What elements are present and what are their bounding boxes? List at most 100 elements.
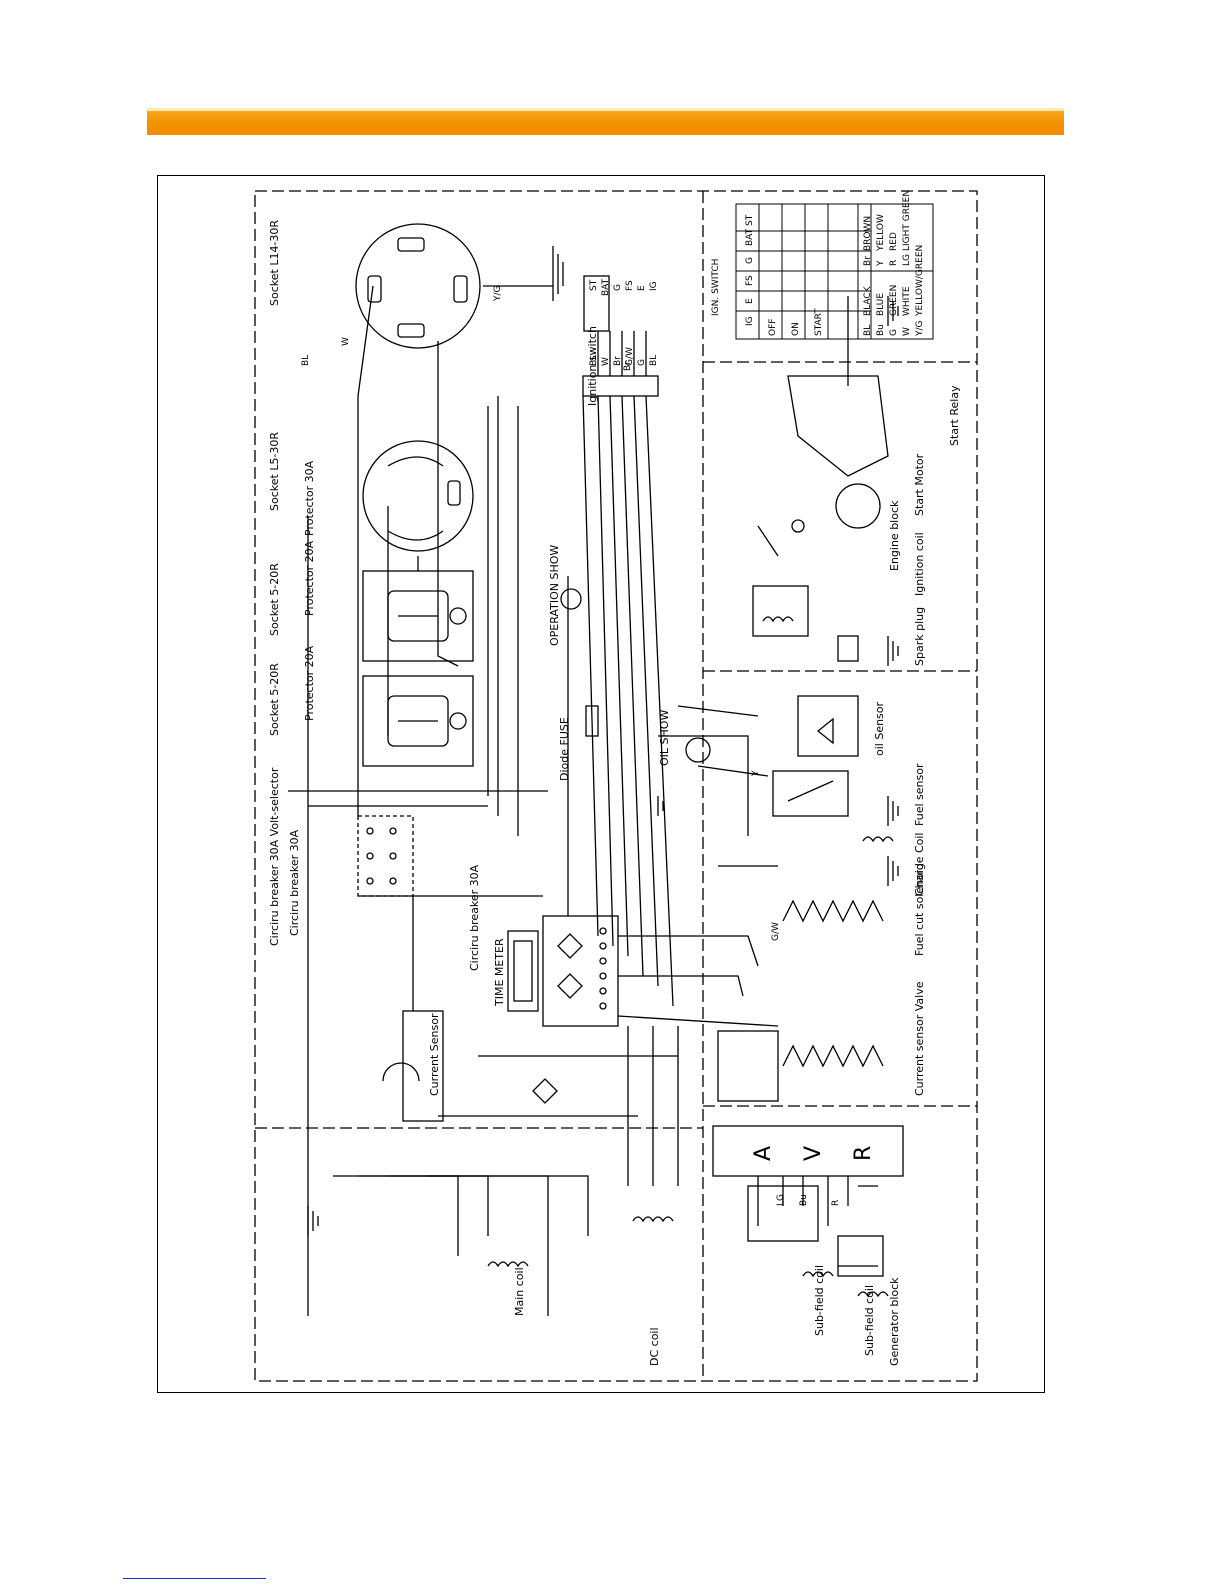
generator-block-box — [837, 1235, 884, 1277]
ign-row-off: OFF — [768, 319, 778, 336]
label-diode-fuse: Diode FUSE — [558, 717, 571, 781]
label-charge-coil: Charge Coil — [913, 833, 926, 897]
label-ignition-coil: Ignition coil — [913, 532, 926, 596]
legend-0-1: BLACK — [863, 285, 873, 316]
footer-link-underline[interactable] — [123, 1578, 266, 1579]
sub-field-coil — [802, 1271, 834, 1278]
ign-terminal-fs: FS — [625, 280, 635, 291]
label-dc-coil: DC coil — [648, 1327, 661, 1366]
rectifier-bridges — [532, 915, 619, 1104]
ign-wire-3: G/W — [625, 347, 635, 366]
sub-field-coil-2 — [857, 1291, 889, 1298]
spark-plug — [837, 635, 859, 662]
fuel-cut-solenoid — [782, 899, 884, 923]
ign-wire-2: Br — [613, 356, 623, 366]
ign-row-on: ON — [791, 322, 801, 336]
legend-2-0: G — [889, 329, 899, 336]
ign-header-e: E — [745, 298, 755, 304]
label-protector-20a-a: Protector 20A — [303, 540, 316, 616]
ign-terminal-ig: IG — [649, 281, 659, 291]
legend-3-1: WHITE — [902, 286, 912, 316]
label-socket-5-20r-a: Socket 5-20R — [268, 563, 281, 636]
ign-terminal-bat: BAT — [601, 278, 611, 296]
label-operation-show: OPERATION SHOW — [548, 545, 561, 646]
charge-coil — [862, 836, 894, 843]
label-sub-field-coil-a: Sub-field coil — [813, 1265, 826, 1336]
ign-terminal-g: G — [613, 284, 623, 291]
wire-code-r: R — [831, 1200, 841, 1206]
ignition-switch-connector — [582, 275, 659, 397]
ign-wire-0: BL — [589, 355, 599, 366]
socket-5-20r-b — [362, 675, 474, 767]
meter-r-label: R — [851, 1146, 876, 1161]
color-legend-grid — [857, 203, 934, 340]
wiring — [288, 285, 878, 1316]
ign-switch-table-grid — [735, 203, 872, 340]
volt-selector — [357, 815, 414, 897]
ign-wire-4: G — [637, 359, 647, 366]
label-sub-field-coil-b: Sub-field coil — [863, 1285, 876, 1356]
legend-1-3: YELLOW — [876, 214, 886, 252]
current-sensor-valve — [717, 1030, 884, 1102]
engine-block-terminal — [791, 519, 805, 533]
meter-a-label: A — [751, 1146, 776, 1161]
legend-2-3: RED — [889, 232, 899, 251]
label-socket-l14-30r: Socket L14-30R — [268, 220, 281, 306]
label-circuit-breaker-left: Circiru breaker 30A — [288, 829, 301, 936]
label-circuit-breaker-right: Circiru breaker 30A — [468, 864, 481, 971]
label-engine-block: Engine block — [888, 500, 901, 571]
wire-code-gw: G/W — [771, 922, 781, 941]
header-bar — [147, 108, 1064, 135]
label-fuel-sensor: Fuel sensor — [913, 763, 926, 826]
start-relay — [787, 296, 889, 477]
wiring-diagram-frame: Socket L14-30R Socket L5-30R Protector 3… — [157, 175, 1045, 1393]
ign-header-fs: FS — [745, 275, 755, 286]
fuel-sensor — [772, 770, 849, 817]
meter-panel — [712, 1125, 904, 1177]
wire-code-bu: Bu — [799, 1194, 809, 1206]
label-main-coil: Main coil — [513, 1267, 526, 1316]
label-start-relay: Start Relay — [948, 385, 961, 446]
legend-3-0: W — [902, 327, 912, 336]
label-socket-5-20r-b: Socket 5-20R — [268, 663, 281, 736]
ign-header-st: ST — [745, 214, 755, 226]
legend-0-3: BROWN — [863, 216, 873, 251]
operation-show-lamp — [560, 588, 582, 610]
oil-sensor — [797, 695, 859, 757]
label-oil-show: OIL SHOW — [658, 710, 671, 766]
section-boundaries — [254, 190, 978, 1382]
label-oil-sensor: oil Sensor — [873, 701, 886, 756]
legend-3-2: LG — [902, 254, 912, 266]
label-spark-plug: Spark plug — [913, 607, 926, 666]
legend-1-0: Bu — [876, 324, 886, 336]
legend-4-0: Y/G — [915, 320, 925, 337]
meter-v-label: V — [801, 1146, 826, 1161]
terminal-block — [747, 1185, 819, 1242]
main-coil — [487, 1261, 529, 1268]
start-motor — [835, 483, 881, 529]
label-fuel-cut-solenoid: Fuel cut solenoid — [913, 863, 926, 956]
legend-2-1: GREEN — [889, 285, 899, 316]
ground-symbols — [307, 296, 899, 1236]
ign-header-g: G — [745, 257, 755, 264]
ign-terminal-st: ST — [589, 279, 599, 291]
label-ignition-switch: Ignition switch — [586, 326, 599, 406]
ign-header-bat: BAT — [745, 228, 755, 246]
wire-code-br: Br — [623, 361, 633, 371]
label-generator-block: Generator block — [888, 1277, 901, 1366]
label-start-motor: Start Motor — [913, 453, 926, 516]
wire-code-bl: BL — [301, 355, 311, 366]
label-time-meter: TIME METER — [493, 938, 506, 1007]
label-circuit-breaker-volt-selector: Circiru breaker 30A Volt-selector — [268, 767, 281, 946]
wire-code-y: Y — [751, 770, 761, 777]
legend-0-0: BL — [863, 325, 873, 336]
label-protector-30a: Protector 30A — [303, 460, 316, 536]
legend-1-2: Y — [876, 260, 886, 267]
time-meter — [507, 930, 539, 1012]
ground-symbol-1 — [483, 246, 564, 301]
label-socket-l5-30r: Socket L5-30R — [268, 432, 281, 511]
legend-2-2: R — [889, 260, 899, 266]
current-sensor — [382, 1010, 444, 1122]
ign-row-start: START — [814, 308, 824, 336]
oil-show-lamp — [685, 737, 711, 763]
